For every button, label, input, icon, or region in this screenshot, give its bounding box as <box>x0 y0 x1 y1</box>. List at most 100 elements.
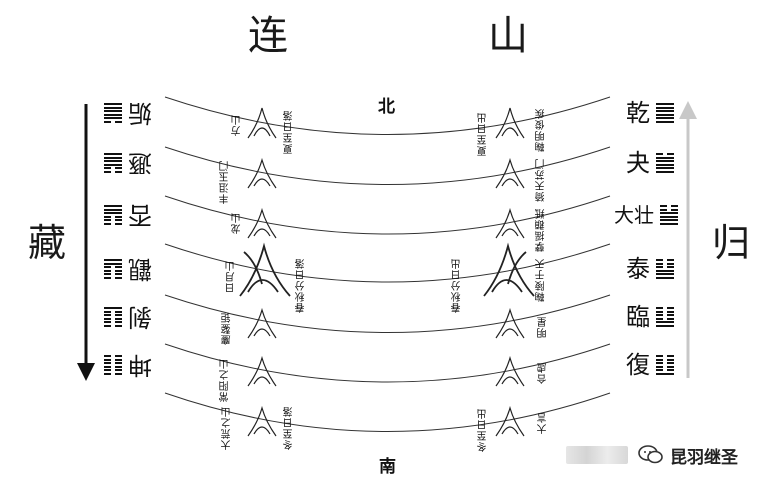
left-mountain-label-3: 龙山 <box>232 212 243 234</box>
left-mountain-label-1: 方山 <box>232 114 243 136</box>
hexagram-icon <box>104 307 122 327</box>
hexagram-name: 否 <box>128 201 152 229</box>
yin-line <box>104 373 122 375</box>
right-mountain-label-1: 鞠明俊疾 <box>536 108 547 152</box>
left-hexagram-5: 剝 <box>104 303 152 331</box>
yang-line <box>656 269 674 272</box>
yin-line <box>104 362 122 364</box>
left-hexagram-6: 坤 <box>104 351 152 379</box>
sun-path-arc-5 <box>164 294 611 333</box>
right-mountain-label-6: 合虚 <box>538 362 549 384</box>
yin-line <box>104 366 122 368</box>
watermark-blur <box>566 446 628 464</box>
right-mountain-6 <box>495 355 525 387</box>
yin-line <box>104 318 122 320</box>
left-sun-label-7: 冬至日落 <box>284 406 295 450</box>
left-mountain-5 <box>247 307 277 339</box>
yin-line <box>656 311 674 313</box>
yang-line <box>104 153 122 155</box>
yang-line <box>660 222 678 225</box>
yang-line <box>656 321 674 324</box>
yin-line <box>104 167 122 169</box>
yin-line <box>656 359 674 361</box>
yin-line <box>656 366 674 368</box>
right-hexagram-2: 夬 <box>626 150 674 176</box>
right-mountain-label-3: 孽摇頵羝 <box>536 208 547 252</box>
watermark: 昆羽继圣 <box>566 440 772 470</box>
hexagram-name: 復 <box>626 351 650 379</box>
watermark-text: 昆羽继圣 <box>670 447 738 468</box>
title-char-lian: 连 <box>248 13 288 59</box>
yang-line <box>656 110 674 113</box>
left-mountain-label-7: 大荒之山 <box>222 406 233 450</box>
direction-south: 南 <box>379 457 396 477</box>
left-mountain-2 <box>247 157 277 189</box>
yang-line <box>656 276 674 279</box>
wechat-icon <box>638 445 663 464</box>
right-hexagram-4: 泰 <box>626 256 674 282</box>
left-sun-label-4: 春秋分日落 <box>296 258 307 313</box>
right-mountain-2 <box>495 157 525 189</box>
yang-line <box>104 307 122 309</box>
yin-line <box>656 263 674 265</box>
yang-line <box>656 167 674 170</box>
yang-line <box>104 208 122 211</box>
yang-line <box>656 324 674 327</box>
yang-line <box>104 156 122 159</box>
yang-line <box>104 113 122 116</box>
right-hexagram-3: 大壮 <box>614 202 678 228</box>
hexagram-icon <box>656 355 674 375</box>
yin-line <box>104 219 122 221</box>
yang-line <box>104 212 122 215</box>
yang-line <box>656 273 674 276</box>
yang-line <box>104 262 122 265</box>
left-mountain-label-6: 常阳之山 <box>220 358 231 402</box>
left-mountain-6 <box>247 355 277 387</box>
yang-line <box>660 212 678 215</box>
left-mountain-4 <box>239 242 291 297</box>
hexagram-name: 坤 <box>128 351 152 379</box>
yin-line <box>104 325 122 327</box>
yin-line <box>104 321 122 323</box>
right-sun-label-1: 夏至日出 <box>478 112 489 156</box>
yin-line <box>660 209 678 211</box>
sun-path-arc-6 <box>164 343 611 383</box>
yang-line <box>656 103 674 105</box>
left-mountain-label-4: 日月山 <box>226 260 237 293</box>
yang-line <box>656 372 674 375</box>
yin-line <box>656 307 674 309</box>
yin-line <box>104 314 122 316</box>
yang-line <box>656 117 674 120</box>
yin-line <box>104 223 122 225</box>
title-char-shan: 山 <box>488 13 528 59</box>
hexagram-name: 夬 <box>626 149 650 177</box>
yang-line <box>104 103 122 105</box>
hexagram-icon <box>656 307 674 327</box>
yang-line <box>656 163 674 166</box>
side-label-gui: 归 <box>712 221 751 265</box>
right-hexagram-6: 復 <box>626 352 674 378</box>
yin-line <box>104 266 122 268</box>
left-hexagram-4: 觀 <box>104 255 152 283</box>
left-mountain-7 <box>247 405 277 437</box>
left-hexagram-1: 姤 <box>104 99 152 127</box>
hexagram-icon <box>656 259 674 279</box>
yang-line <box>656 106 674 109</box>
hexagram-name: 觀 <box>128 255 152 283</box>
yin-line <box>104 277 122 279</box>
sun-path-arc-3 <box>164 195 611 235</box>
right-mountain-4 <box>483 242 535 297</box>
right-mountain-1 <box>495 107 525 139</box>
yin-line <box>104 369 122 371</box>
direction-north: 北 <box>378 97 395 117</box>
yang-line <box>656 170 674 173</box>
yin-line <box>104 171 122 173</box>
side-label-cang: 藏 <box>28 221 67 265</box>
sun-path-arc-4 <box>164 243 611 283</box>
sun-path-arc-1 <box>164 96 611 135</box>
yang-line <box>104 163 122 166</box>
yang-line <box>104 259 122 261</box>
yang-line <box>104 106 122 109</box>
sun-path-arc-7 <box>164 392 611 432</box>
sun-path-arc-2 <box>164 146 611 185</box>
